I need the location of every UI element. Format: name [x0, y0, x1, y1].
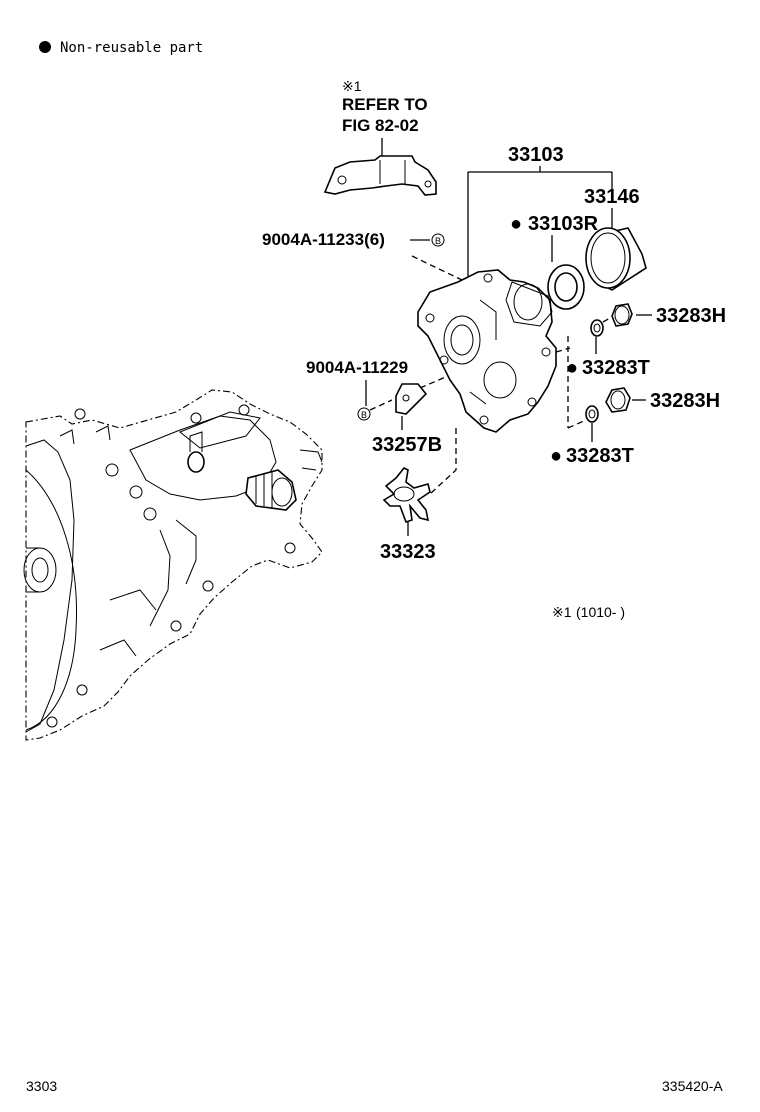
part-label-33283H-upper: 33283H: [656, 305, 726, 327]
part-label-33323: 33323: [380, 541, 436, 563]
part-33283H-upper: 33283H: [590, 303, 726, 337]
oil-seal-drawing: [547, 264, 585, 310]
refer-note: ※1 REFER TO FIG 82-02: [342, 78, 428, 168]
part-label-9004A-11233: 9004A-11233(6): [262, 230, 385, 249]
footnote-text: (1010- ): [576, 604, 625, 620]
legend: Non-reusable part: [39, 40, 203, 56]
footer-figure-number: 3303: [26, 1078, 57, 1094]
footer-illustration-id: 335420-A: [662, 1078, 723, 1094]
non-reusable-bullet-33283T-lower: ●: [550, 445, 562, 467]
refer-note-mark: ※1: [342, 78, 362, 94]
part-label-33146: 33146: [584, 186, 640, 208]
extension-housing-drawing: [417, 269, 557, 433]
part-33146: 33146: [584, 186, 640, 228]
part-33283H-lower: 33283H: [567, 387, 720, 429]
refer-note-line1: REFER TO: [342, 95, 428, 114]
part-33283T-lower: ● 33283T: [550, 423, 634, 467]
non-reusable-bullet-icon: [39, 41, 51, 53]
footnote-mark: ※1: [552, 604, 572, 620]
part-label-33257B: 33257B: [372, 434, 442, 456]
part-label-33283T-lower: 33283T: [566, 445, 634, 467]
legend-text: Non-reusable part: [60, 40, 203, 56]
part-9004A-11229: 9004A-11229 B: [306, 358, 449, 421]
part-33283T-upper: ● 33283T: [555, 336, 650, 428]
part-label-9004A-11229: 9004A-11229: [306, 358, 408, 377]
part-9004A-11233: 9004A-11233(6) B: [262, 230, 463, 281]
part-label-33283T-upper: 33283T: [582, 357, 650, 379]
part-33323: 33323: [380, 466, 436, 563]
part-33257B: 33257B: [372, 383, 442, 456]
bolt-b-marker-text: B: [435, 236, 441, 246]
bolt-b-marker-icon: [431, 233, 445, 247]
dust-cover-drawing: [585, 227, 647, 291]
bolt-b-marker-lower-icon: [357, 407, 371, 421]
footnote: ※1 (1010- ): [552, 604, 625, 620]
transmission-case-drawing: [23, 389, 323, 741]
non-reusable-bullet-33103R: ●: [510, 213, 522, 235]
refer-note-line2: FIG 82-02: [342, 116, 419, 135]
part-label-33103: 33103: [508, 144, 564, 166]
part-label-33283H-lower: 33283H: [650, 390, 720, 412]
bracket-drawing: [323, 155, 437, 196]
part-33103R: ● 33103R: [510, 213, 599, 262]
part-label-33103R: 33103R: [528, 213, 599, 235]
bolt-b-marker-lower-text: B: [361, 410, 367, 420]
part-33103: 33103: [467, 144, 613, 278]
non-reusable-bullet-33283T-upper: ●: [566, 357, 578, 379]
